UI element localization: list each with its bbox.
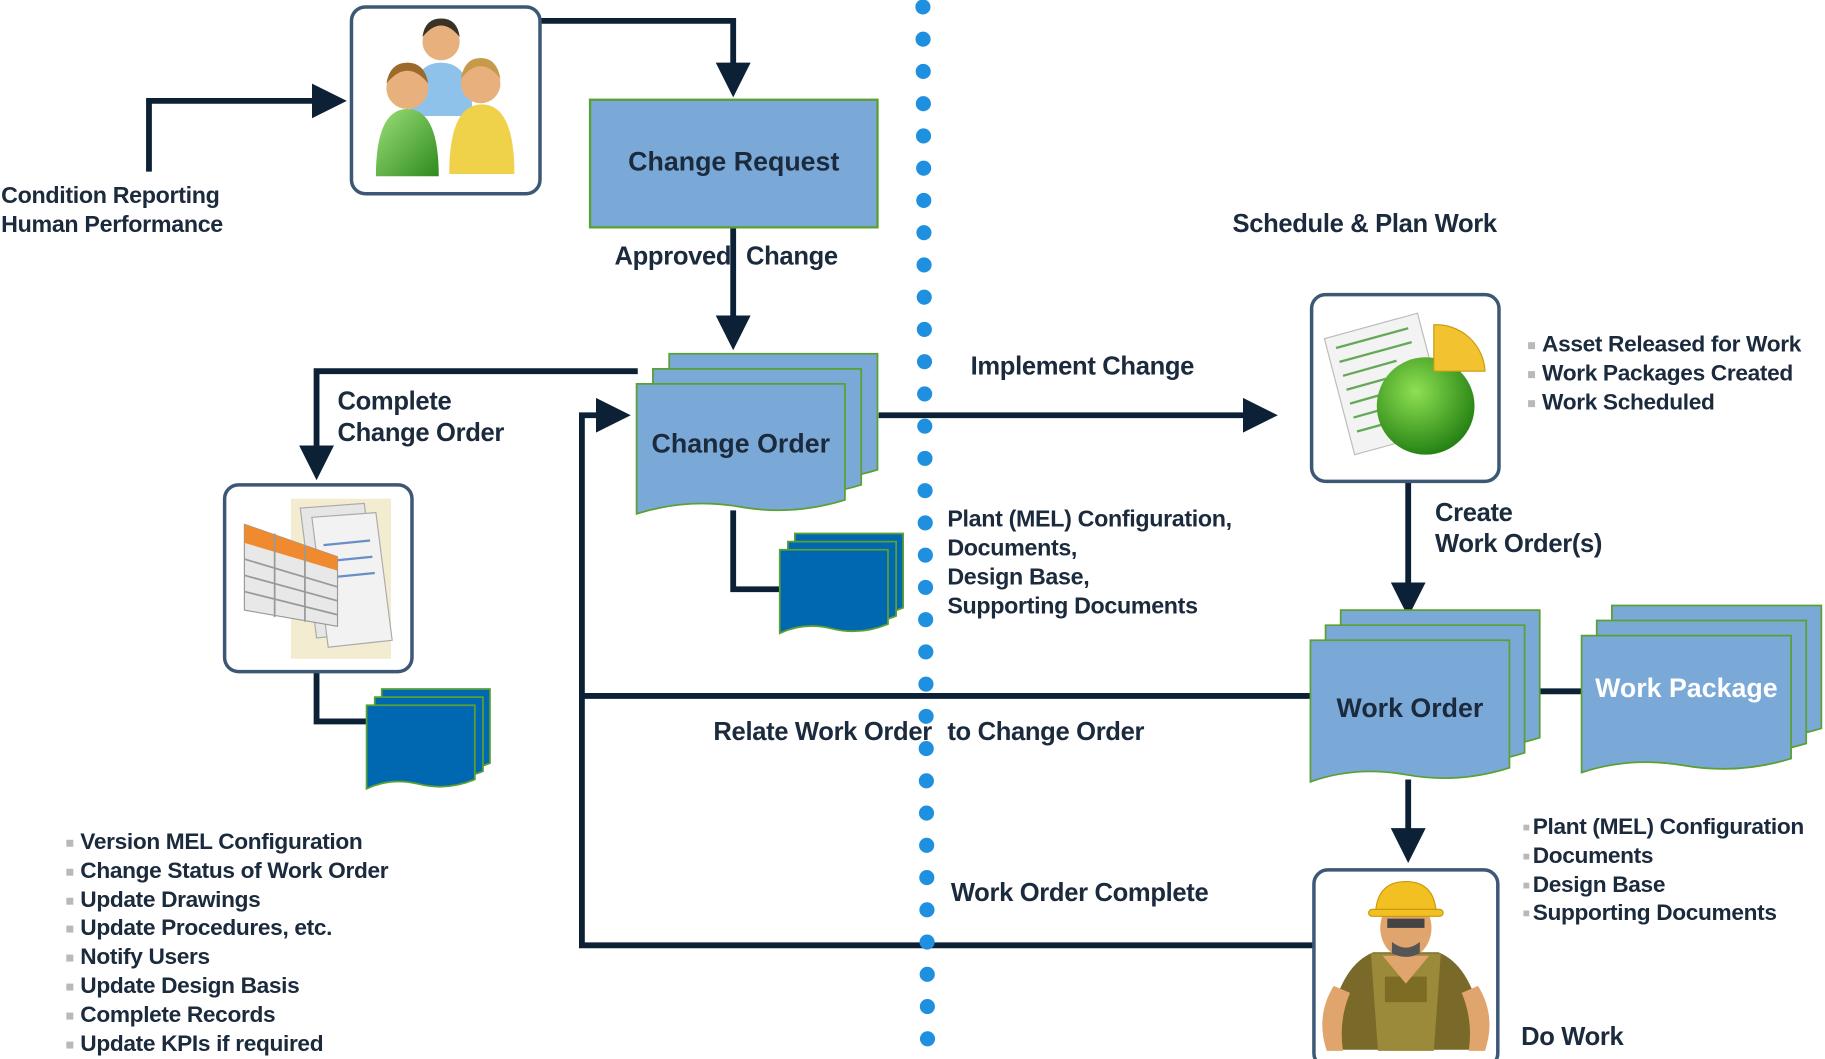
divider-dot	[918, 644, 934, 660]
divider-dot	[918, 805, 935, 821]
docs-stack-left	[365, 688, 491, 791]
list-item: Update Procedures, etc.	[66, 914, 388, 943]
condition-reporting-label-line-2: Human Performance	[1, 212, 223, 238]
close-out-task-list: Version MEL Configuration Change Status …	[66, 828, 389, 1059]
divider-dot	[919, 837, 935, 853]
divider-dot	[917, 579, 934, 595]
spreadsheet-icon	[222, 483, 414, 674]
divider-dot	[915, 31, 931, 47]
divider-dot	[919, 934, 935, 950]
list-item: Documents,	[947, 535, 1078, 562]
divider-dot	[916, 192, 932, 208]
list-item: Update Drawings	[66, 886, 388, 915]
divider-dot	[919, 999, 935, 1015]
plant-config-right-list: Plant (MEL) Configuration Documents Desi…	[1523, 813, 1804, 928]
relate-work-order-label: Relate Work Order	[713, 716, 932, 746]
list-item: Plant (MEL) Configuration	[1523, 813, 1804, 842]
divider-dot	[917, 450, 933, 466]
list-item: Plant (MEL) Configuration,	[947, 506, 1232, 533]
condition-reporting-label-line-1: Condition Reporting	[1, 183, 220, 209]
divider-dot	[916, 289, 932, 305]
connector-change-order-to-docs	[730, 510, 780, 593]
list-item: Change Status of Work Order	[66, 857, 389, 886]
divider-dot	[917, 386, 933, 402]
list-item: Asset Released for Work	[1528, 331, 1801, 360]
change-label: Change	[745, 241, 838, 271]
divider-dot	[915, 96, 931, 112]
create-work-orders-label-line-2: Work Order(s)	[1434, 528, 1603, 558]
connector-complete-change-order	[299, 368, 638, 481]
divider-dot	[915, 63, 931, 79]
to-change-order-label: to Change Order	[947, 716, 1145, 746]
complete-change-order-label-line-2: Change Order	[337, 417, 505, 447]
approved-label: Approved	[614, 241, 732, 271]
divider-dot	[915, 128, 932, 144]
divider-dot	[918, 612, 934, 628]
change-order-doc[interactable]	[635, 352, 879, 516]
divider-dot	[917, 515, 933, 531]
connector-people-to-change-request	[540, 17, 751, 98]
divider-dot	[918, 676, 934, 692]
divider-dot	[918, 708, 934, 724]
list-item: Notify Users	[66, 943, 388, 972]
connector-work-order-complete	[578, 397, 1313, 949]
divider-dot	[916, 257, 932, 273]
list-item: Supporting Documents	[947, 593, 1198, 620]
divider-dot	[916, 160, 932, 176]
work-order-complete-label: Work Order Complete	[950, 878, 1209, 908]
change-request-box[interactable]	[588, 98, 879, 229]
list-item: Complete Records	[66, 1001, 388, 1030]
divider-dot	[916, 354, 933, 370]
divider-dot	[919, 966, 935, 982]
implement-change-label: Implement Change	[970, 351, 1195, 381]
list-item: Design Base	[1523, 871, 1803, 900]
divider-dot	[916, 225, 932, 241]
divider-dot	[915, 0, 931, 15]
list-item: Design Base,	[947, 564, 1090, 591]
divider-dot	[919, 870, 935, 886]
create-work-orders-label-line-1: Create	[1434, 497, 1513, 527]
list-item: Documents	[1523, 842, 1803, 871]
divider-dot	[917, 418, 933, 434]
work-status-list: Asset Released for Work Work Packages Cr…	[1528, 331, 1801, 417]
list-item: Work Scheduled	[1528, 388, 1801, 417]
work-package-doc[interactable]	[1580, 604, 1823, 774]
plant-config-center-list: Plant (MEL) Configuration, Documents, De…	[947, 506, 1232, 622]
worker-icon	[1312, 868, 1500, 1059]
work-package-label: Work Package	[1595, 672, 1778, 703]
list-item: Update KPIs if required	[66, 1030, 388, 1059]
work-order-doc[interactable]	[1309, 609, 1541, 784]
list-item: Work Packages Created	[1528, 359, 1801, 388]
list-item: Update Design Basis	[66, 972, 388, 1001]
connector-input-to-people	[146, 83, 347, 172]
divider-dot	[919, 902, 935, 918]
connectors	[146, 17, 1583, 949]
schedule-plan-work-label: Schedule & Plan Work	[1232, 208, 1497, 238]
list-item: Supporting Documents	[1523, 899, 1803, 928]
divider-dot	[919, 1031, 936, 1047]
divider-dot	[918, 741, 934, 757]
dotted-divider	[915, 0, 936, 1047]
divider-dot	[916, 321, 932, 337]
connector-spreadsheet-to-docs	[313, 672, 368, 725]
divider-dot	[918, 773, 934, 789]
work-order-label: Work Order	[1336, 692, 1484, 723]
report-chart-icon	[1309, 292, 1501, 484]
divider-dot	[917, 547, 933, 563]
do-work-label: Do Work	[1521, 1021, 1624, 1051]
list-item: Version MEL Configuration	[66, 828, 388, 857]
complete-change-order-label-line-1: Complete	[337, 386, 452, 416]
change-request-label: Change Request	[628, 146, 840, 177]
change-order-label: Change Order	[651, 428, 831, 459]
divider-dot	[917, 483, 933, 499]
docs-stack-center	[778, 532, 904, 635]
people-icon	[349, 5, 542, 196]
